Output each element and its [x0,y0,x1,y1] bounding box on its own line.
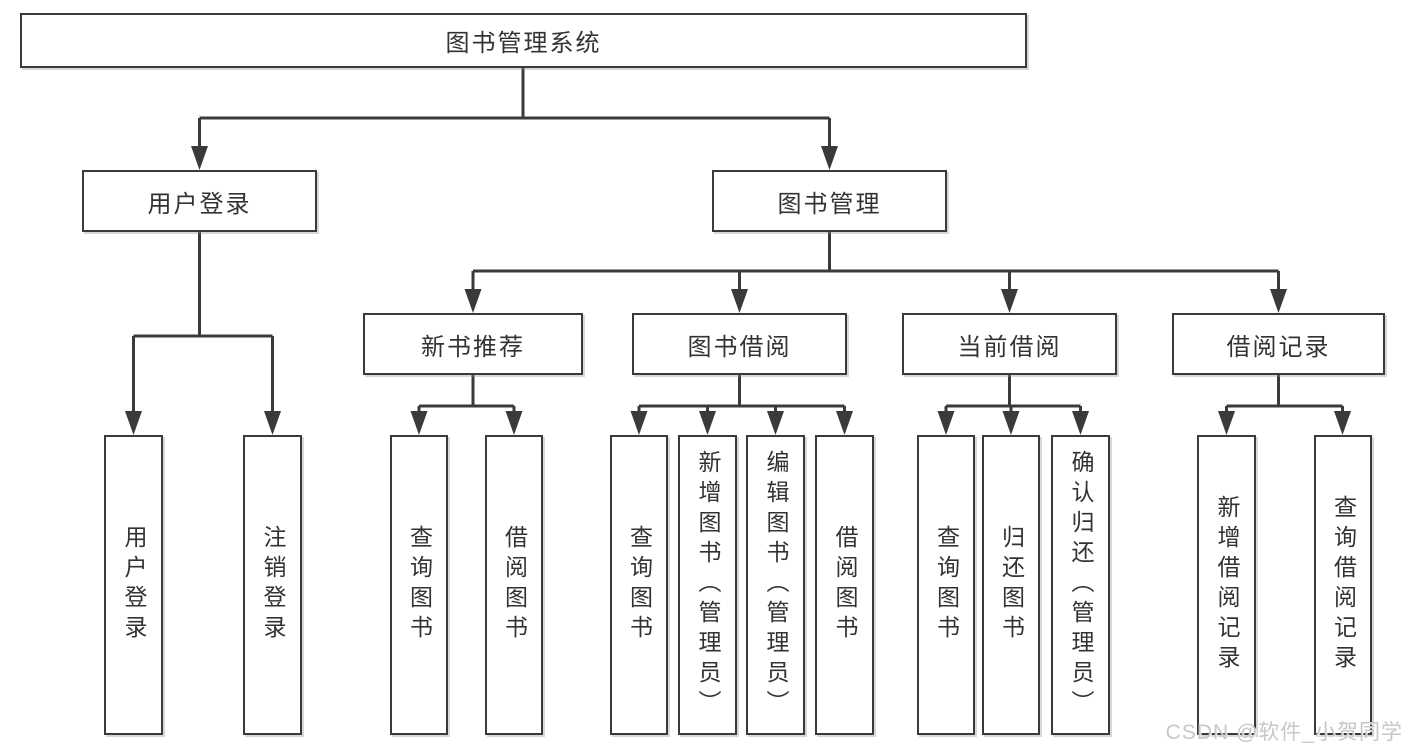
arrow-down-icon [836,411,853,435]
leaf-logout: 注销登录 [243,435,302,735]
leaf-confirm-return-admin: 确认归还（管理员） [1051,435,1110,735]
arrow-down-icon [191,146,208,170]
arrow-down-icon [1334,411,1351,435]
node-borrow-records: 借阅记录 [1172,313,1385,375]
node-book-borrow: 图书借阅 [632,313,847,375]
node-new-book-recommend: 新书推荐 [363,313,583,375]
leaf-query-books-borrow: 查询图书 [610,435,668,735]
arrow-down-icon [1002,411,1020,435]
node-current-borrow: 当前借阅 [902,313,1117,375]
arrow-down-icon [125,411,142,435]
arrow-down-icon [1001,289,1018,313]
arrow-down-icon [1218,411,1235,435]
leaf-borrow-books: 借阅图书 [815,435,874,735]
leaf-add-borrow-record: 新增借阅记录 [1197,435,1256,735]
leaf-add-books-admin: 新增图书（管理员） [678,435,737,735]
leaf-query-books-current: 查询图书 [917,435,975,735]
arrow-down-icon [410,411,428,435]
arrow-down-icon [264,411,281,435]
arrow-down-icon [937,411,955,435]
arrowheads [125,146,1351,435]
node-user-login: 用户登录 [82,170,317,232]
leaf-query-borrow-record: 查询借阅记录 [1314,435,1372,735]
leaf-user-login: 用户登录 [104,435,163,735]
arrow-down-icon [1270,289,1287,313]
arrow-down-icon [1072,411,1089,435]
leaf-borrow-books-recommend: 借阅图书 [485,435,543,735]
node-book-management: 图书管理 [712,170,947,232]
arrow-down-icon [464,289,482,313]
arrow-down-icon [767,411,784,435]
node-root-system: 图书管理系统 [20,13,1027,68]
leaf-query-books-recommend: 查询图书 [390,435,448,735]
arrow-down-icon [505,411,523,435]
arrow-down-icon [731,289,748,313]
arrow-down-icon [630,411,648,435]
arrow-down-icon [699,411,716,435]
arrow-down-icon [821,146,838,170]
csdn-watermark: CSDN @软件_小贺同学 [1165,721,1403,744]
leaf-edit-books-admin: 编辑图书（管理员） [746,435,805,735]
leaf-return-books: 归还图书 [982,435,1040,735]
